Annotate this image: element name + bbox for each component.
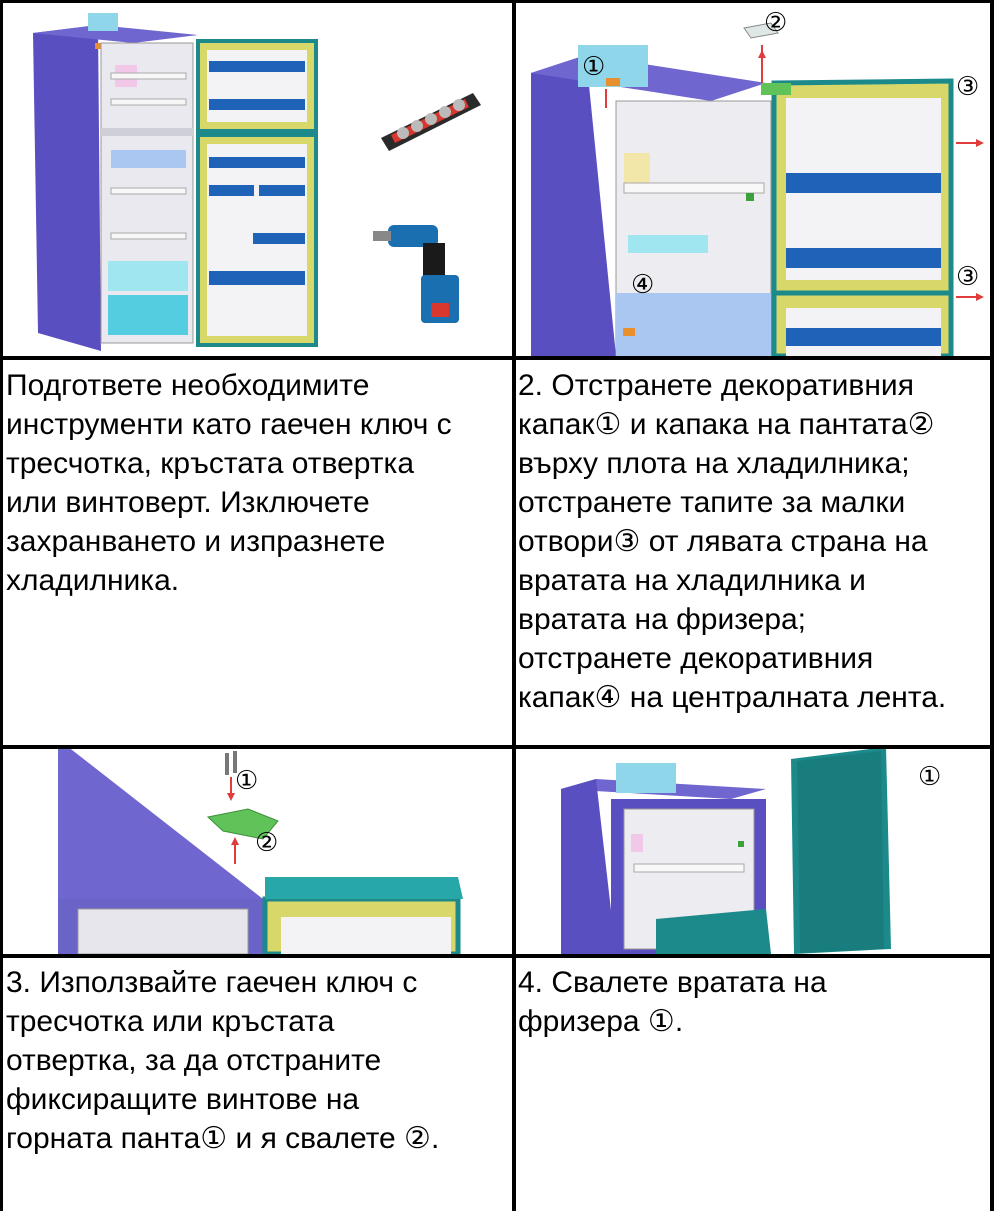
step-3-text: 3. Използвайте гаечен ключ с тресчотка и… <box>6 966 440 1155</box>
figure-fridge-and-tools <box>3 3 512 356</box>
column-divider <box>512 0 516 1211</box>
callout-2: ② <box>255 828 278 858</box>
figure-remove-top-hinge: ① ② <box>3 749 512 954</box>
row-divider-1 <box>0 356 994 360</box>
figure-remove-freezer-door: ① <box>516 749 990 954</box>
table-border-right <box>990 0 994 1211</box>
callout-3b: ③ <box>956 262 979 292</box>
callout-4: ④ <box>631 270 654 300</box>
row-divider-2 <box>0 745 994 749</box>
callout-1: ① <box>918 762 941 792</box>
table-border-top <box>0 0 994 3</box>
callout-2: ② <box>764 8 787 38</box>
row-divider-3 <box>0 954 994 958</box>
figure-remove-covers: ① ② ③ ③ ④ <box>516 3 990 356</box>
callout-1: ① <box>582 52 605 82</box>
step-4-text: 4. Свалете вратата на фризера ①. <box>518 966 827 1038</box>
step-2-text: 2. Отстранете декоративния капак① и капа… <box>518 369 947 714</box>
callout-3a: ③ <box>956 72 979 102</box>
callout-1: ① <box>235 766 258 796</box>
step-1-text: Подгответе необходимите инструменти като… <box>6 369 452 597</box>
table-border-left <box>0 0 3 1211</box>
